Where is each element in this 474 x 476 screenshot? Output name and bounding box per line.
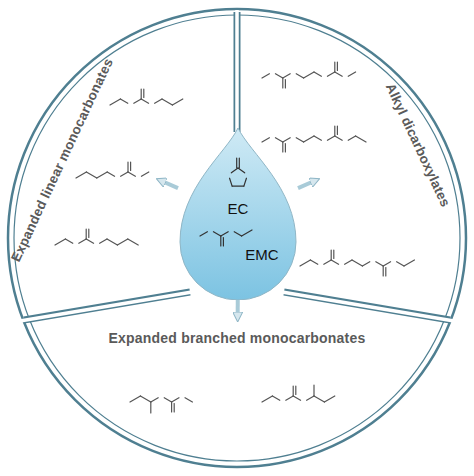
- flow-arrow: [298, 180, 316, 188]
- sector-title: Expanded branched monocarbonates: [109, 330, 366, 346]
- sector-region: Expanded branched monocarbonates: [60, 318, 415, 448]
- molecule: [200, 158, 252, 246]
- sector-divider: [20, 10, 454, 321]
- solvent-label: EC: [228, 200, 249, 217]
- molecule-drawings: [55, 62, 414, 413]
- electrolyte-droplet: EC EMC: [178, 128, 298, 300]
- sector-region: Expanded linear monocarbonates: [20, 30, 160, 270]
- flow-arrow: [236, 300, 240, 318]
- sector-region: Alkyl dicarboxylates: [316, 30, 456, 270]
- solvent-label: EMC: [245, 246, 278, 263]
- sector-title: Expanded linear monocarbonates: [8, 56, 116, 264]
- sector-title: Alkyl dicarboxylates: [383, 81, 453, 209]
- flow-arrow: [160, 180, 178, 188]
- outer-ring: [8, 9, 466, 467]
